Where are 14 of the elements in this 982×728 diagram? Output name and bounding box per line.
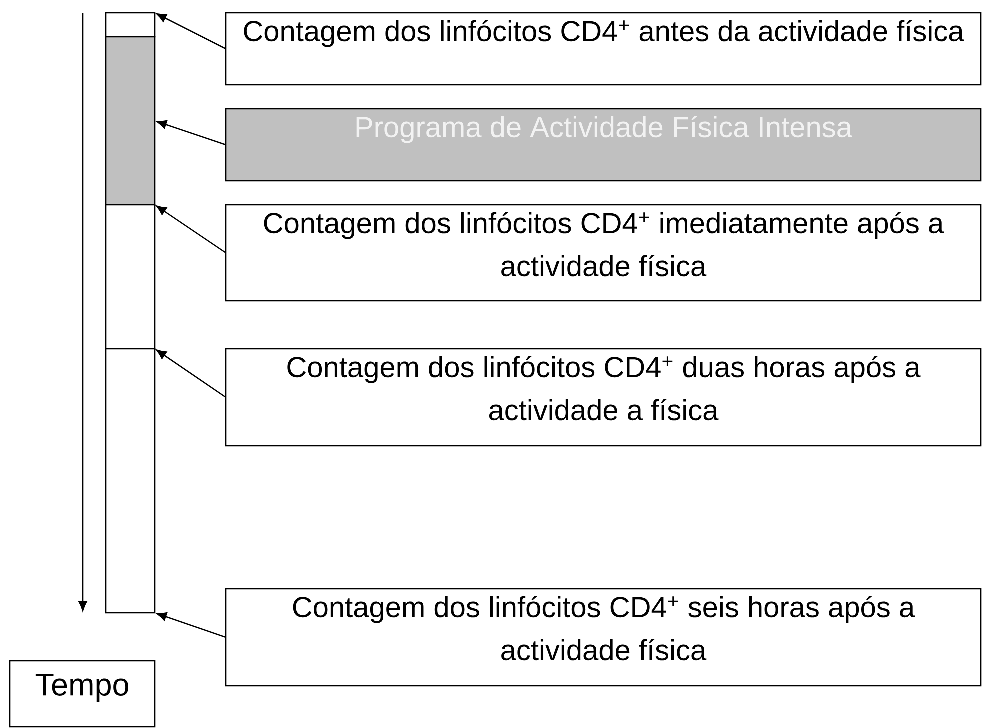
label-box: Tempo: [9, 660, 156, 728]
timeline-segment: [105, 348, 156, 614]
arrow: [156, 206, 226, 254]
text-box: Contagem dos linfócitos CD4$^{+}$ duas horas após a actividade a física: [225, 348, 982, 447]
arrow: [156, 120, 226, 146]
arrow: [156, 13, 226, 50]
text-box: Contagem dos linfócitos CD4$^{+}$ antes da actividade física: [225, 12, 982, 86]
arrow: [156, 612, 226, 638]
arrow: [156, 350, 226, 398]
shaded-timeline-segment: [105, 36, 156, 206]
text-box: Contagem dos linfócitos CD4$^{+}$ imediatamente após a actividade física: [225, 204, 982, 302]
timeline-segment: [105, 204, 156, 350]
timeline-segment: [105, 12, 156, 38]
text-box: Contagem dos linfócitos CD4$^{+}$ seis horas após a actividade física: [225, 588, 982, 687]
